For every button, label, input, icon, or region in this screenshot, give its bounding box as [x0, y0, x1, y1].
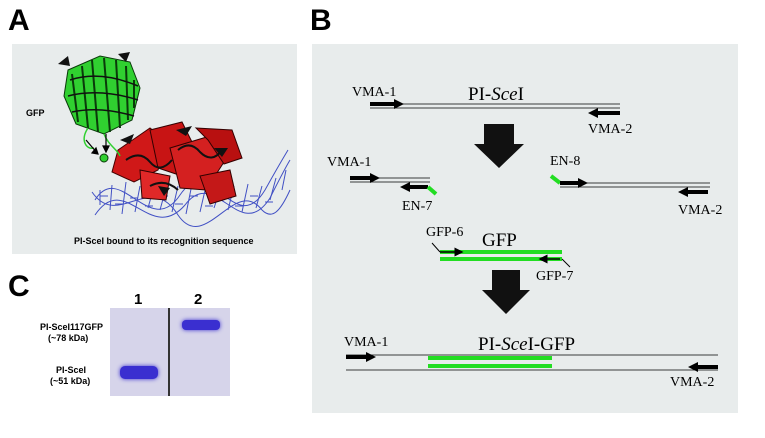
step2-en7-label: EN-7: [402, 199, 433, 214]
step3-gfp-fragment: [431, 242, 571, 268]
panel-a-caption: PI-SceI bound to its recognition sequenc…: [74, 236, 254, 246]
process-arrow-1: [474, 124, 524, 168]
step2-primer-vma1-arrow: [350, 173, 380, 183]
step2-primer-en8-arrow: [549, 174, 588, 188]
step4-gene-title: PI-SceI-GFP: [478, 334, 576, 355]
step1-vma2-label: VMA-2: [588, 122, 633, 137]
step4-vma1-label: VMA-1: [344, 335, 389, 350]
step2-left-fragment: [350, 173, 438, 196]
panel-b-letter: B: [310, 4, 332, 37]
step2-vma2-label: VMA-2: [678, 203, 723, 218]
linker-pointer-arrows: [85, 134, 110, 155]
step4-primer-vma1-arrow: [346, 352, 376, 362]
band-label-native-name: PI-SceI: [56, 365, 87, 375]
step4-primer-vma2-arrow: [688, 362, 718, 372]
gel-band-pi-scei117gfp: [182, 320, 220, 330]
step2-right-fragment: [549, 174, 710, 197]
gel-lane-divider: [168, 308, 170, 396]
lane-1-number: 1: [134, 291, 143, 308]
lane-2-number: 2: [194, 291, 203, 308]
band-label-native-size: (~51 kDa): [50, 376, 91, 386]
step4-vma2-label: VMA-2: [670, 375, 715, 390]
step2-vma1-label: VMA-1: [327, 155, 372, 170]
step1-primer-vma1-arrow: [370, 99, 404, 109]
step2-en8-label: EN-8: [550, 154, 581, 169]
step2-primer-en7-arrow: [400, 182, 438, 196]
step3-gfp7-label: GFP-7: [536, 269, 574, 284]
step2-primer-vma2-arrow: [678, 187, 708, 197]
step1-template: [370, 99, 620, 118]
gel-image: [110, 308, 230, 396]
step1-gene-title: PI-SceI: [468, 84, 524, 105]
step3-gene-title: GFP: [482, 230, 517, 251]
panel-a-letter: A: [8, 4, 30, 37]
band-label-fusion-size: (~78 kDa): [48, 333, 89, 343]
step4-fusion-construct: [346, 352, 718, 372]
process-arrow-2: [482, 270, 530, 314]
pi-scei-protein: [111, 121, 243, 205]
gfp-barrel: [58, 52, 141, 157]
step1-primer-vma2-arrow: [588, 108, 620, 118]
step1-vma1-label: VMA-1: [352, 85, 397, 100]
step3-gfp6-label: GFP-6: [426, 225, 464, 240]
band-label-fusion-name: PI-SceI117GFP: [40, 322, 104, 332]
gel-band-pi-scei: [120, 366, 158, 379]
linker-site-marker: [99, 153, 109, 163]
gfp-structure-label: GFP: [26, 108, 45, 118]
panel-c-letter: C: [8, 270, 30, 303]
